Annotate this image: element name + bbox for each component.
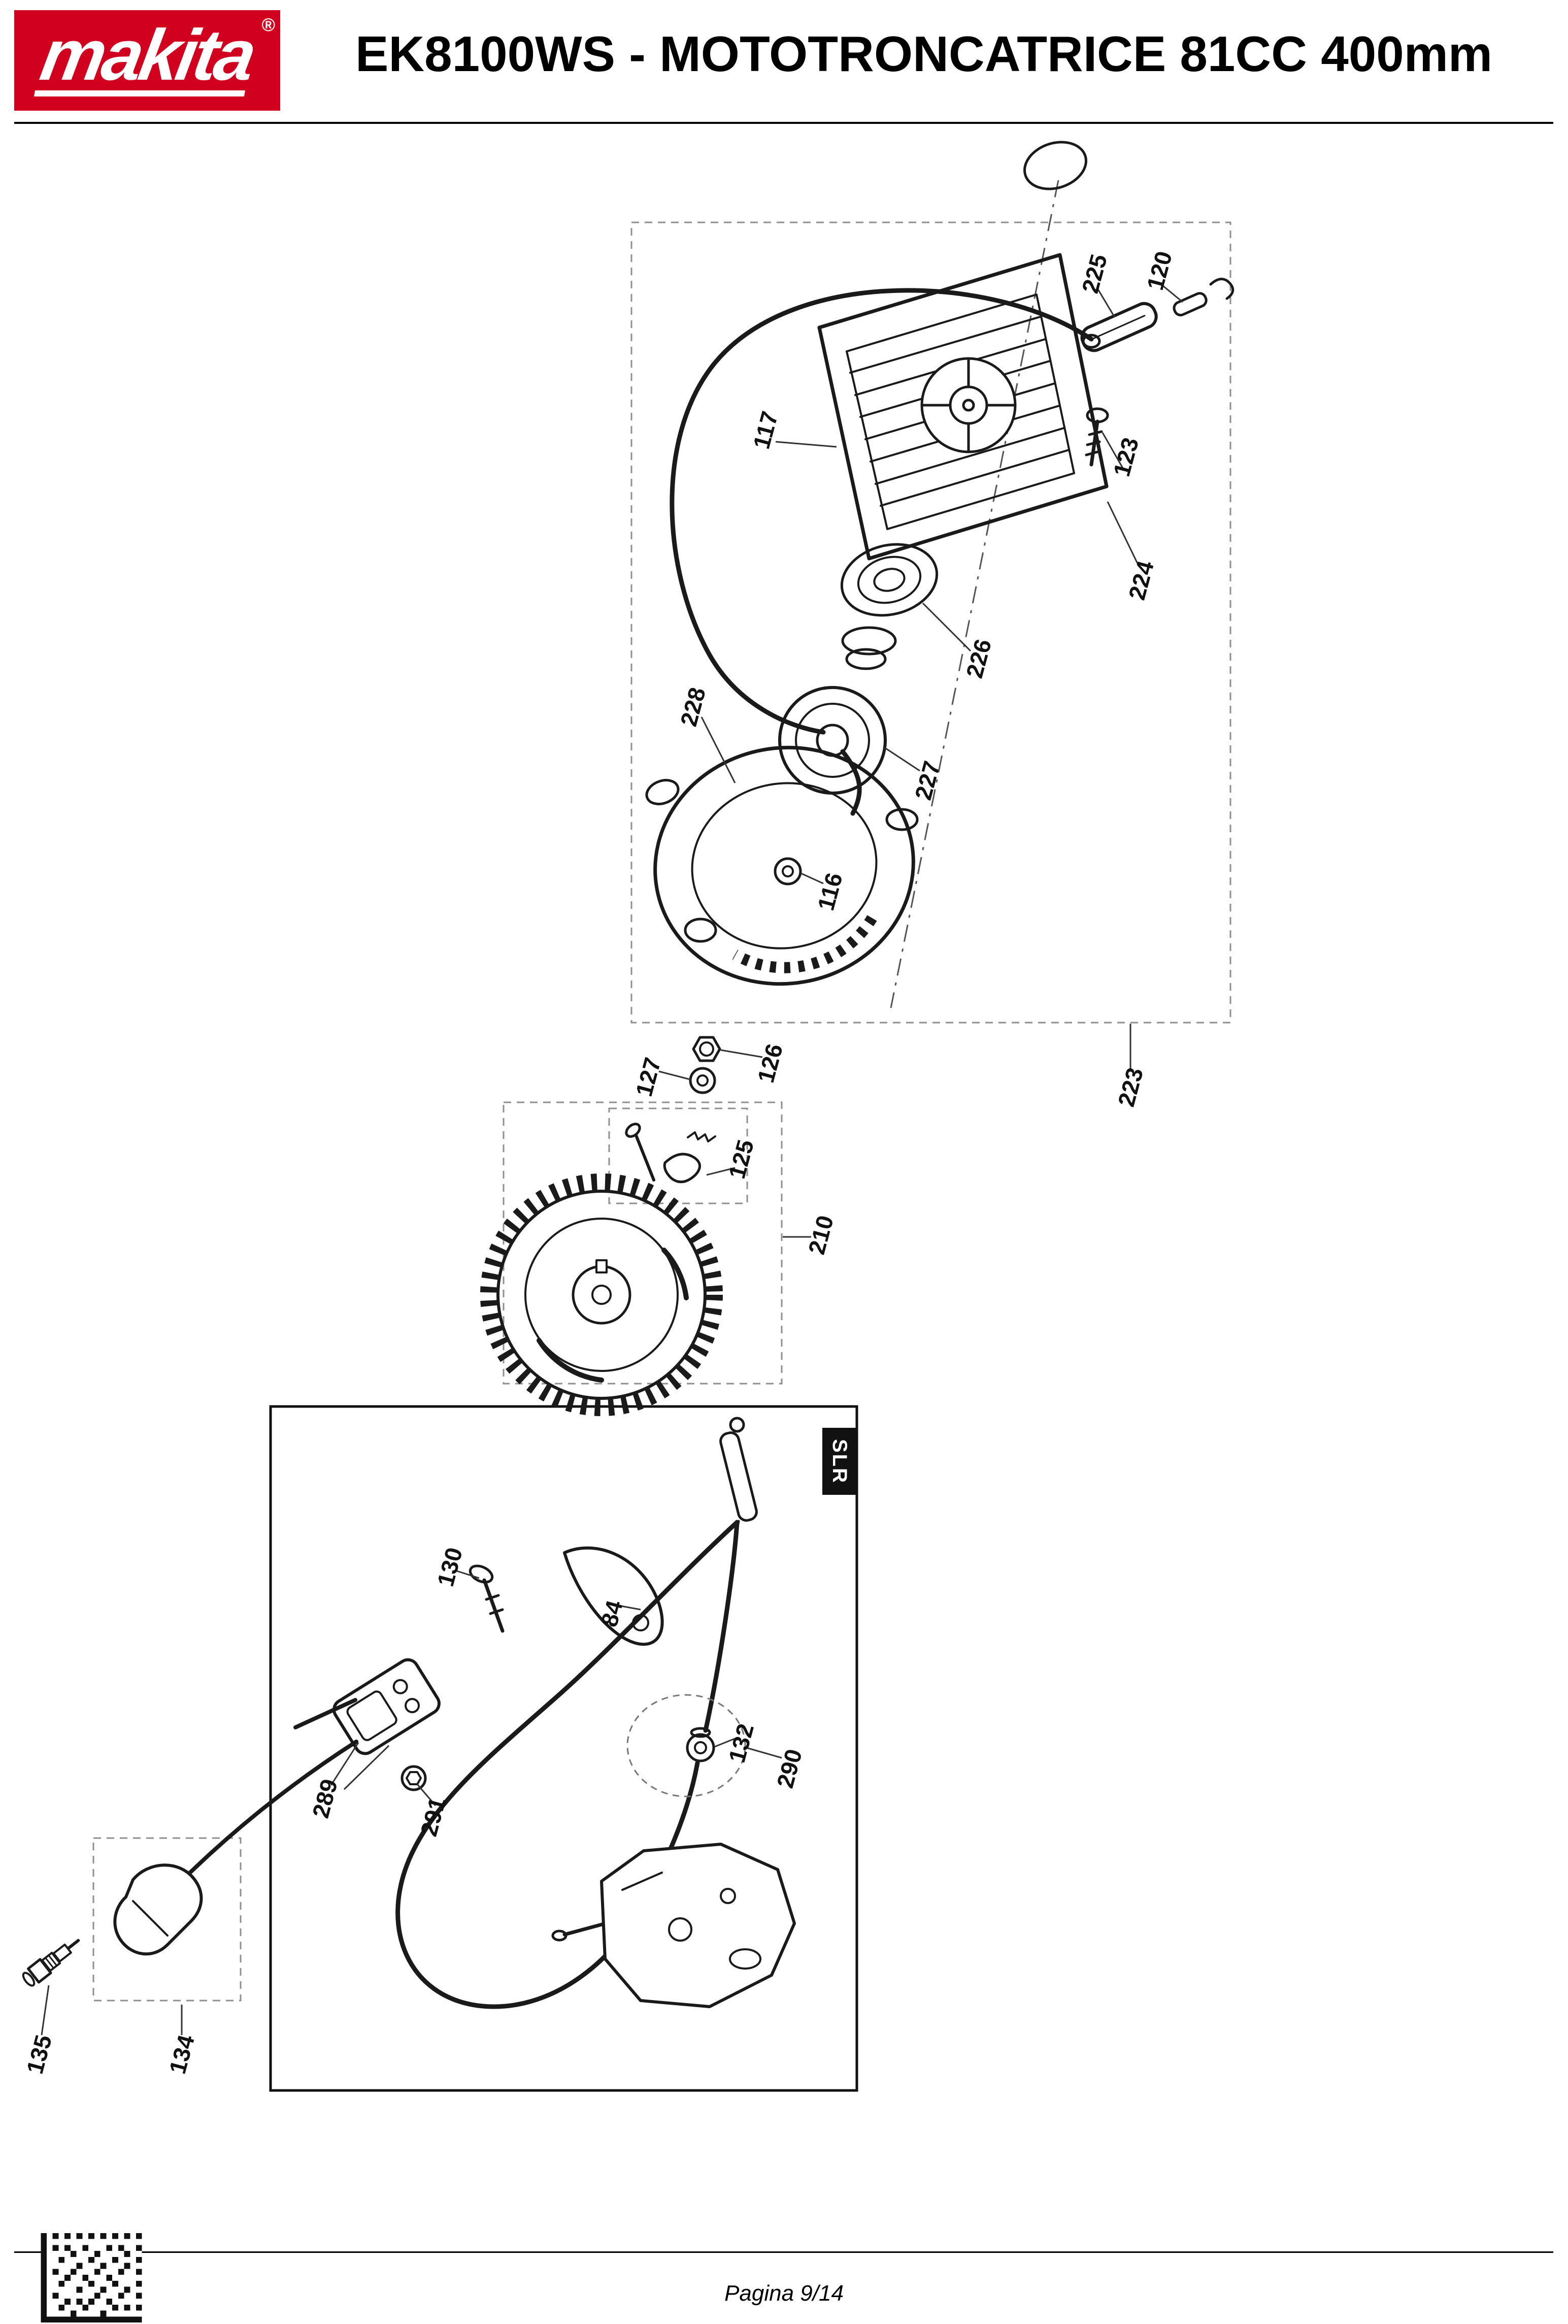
rewind-spring [840,543,939,617]
page-title: EK8100WS - MOTOTRONCATRICE 81CC 400mm [355,26,1492,82]
line-art [22,141,1235,2009]
rope-retainer [1173,278,1235,317]
screw-130 [469,1564,505,1633]
throttle-rod [719,1417,758,1540]
rope-grommet [1023,141,1088,190]
spark-plug [22,1939,80,1987]
plug-cap [113,1863,203,1956]
flywheel-group-frame [503,1101,783,1385]
leader-lines [41,284,1183,2036]
sparkplug-group-frame [92,1837,242,2002]
nut-126 [692,1036,721,1062]
throttle-cable-loop [395,1520,740,2009]
cable-grommet [686,1727,715,1762]
registered-trademark-icon: ® [261,14,275,35]
washer-127 [689,1067,716,1094]
starter-rope [670,288,1094,735]
carburetor-block [551,1843,796,2008]
spark-plug-wire [165,1740,358,1893]
page-number: Pagina 9/14 [724,2281,844,2306]
slr-group-frame [269,1405,858,2092]
fan-cover [817,253,1109,561]
pawl-subgroup-frame [608,1107,748,1204]
throttle-lever [563,1546,664,1646]
throttle-cable-upper [703,1520,740,1733]
nut-291 [401,1765,427,1791]
screw-123 [1085,407,1109,467]
slr-tag: SLR [822,1428,856,1495]
makita-logo: makita ® [14,10,280,111]
slr-tag-label: SLR [828,1438,851,1484]
cable-assembly-callout [626,1694,746,1797]
header-divider [14,122,1553,124]
washer-116 [774,857,802,886]
starter-housing [645,745,919,986]
spring-case [841,626,897,656]
flywheel [480,1173,723,1416]
starter-group-frame [630,221,1231,1024]
pawl-kit [625,1123,716,1184]
group-frames [92,221,1231,2002]
spring-washer [845,648,887,670]
stop-switch [293,1658,441,1755]
assembly-centerline [890,180,1059,1008]
footer-divider [14,2251,1553,2253]
rope-pulley [778,686,887,795]
qr-code [41,2233,142,2322]
starter-handle [1080,302,1158,352]
